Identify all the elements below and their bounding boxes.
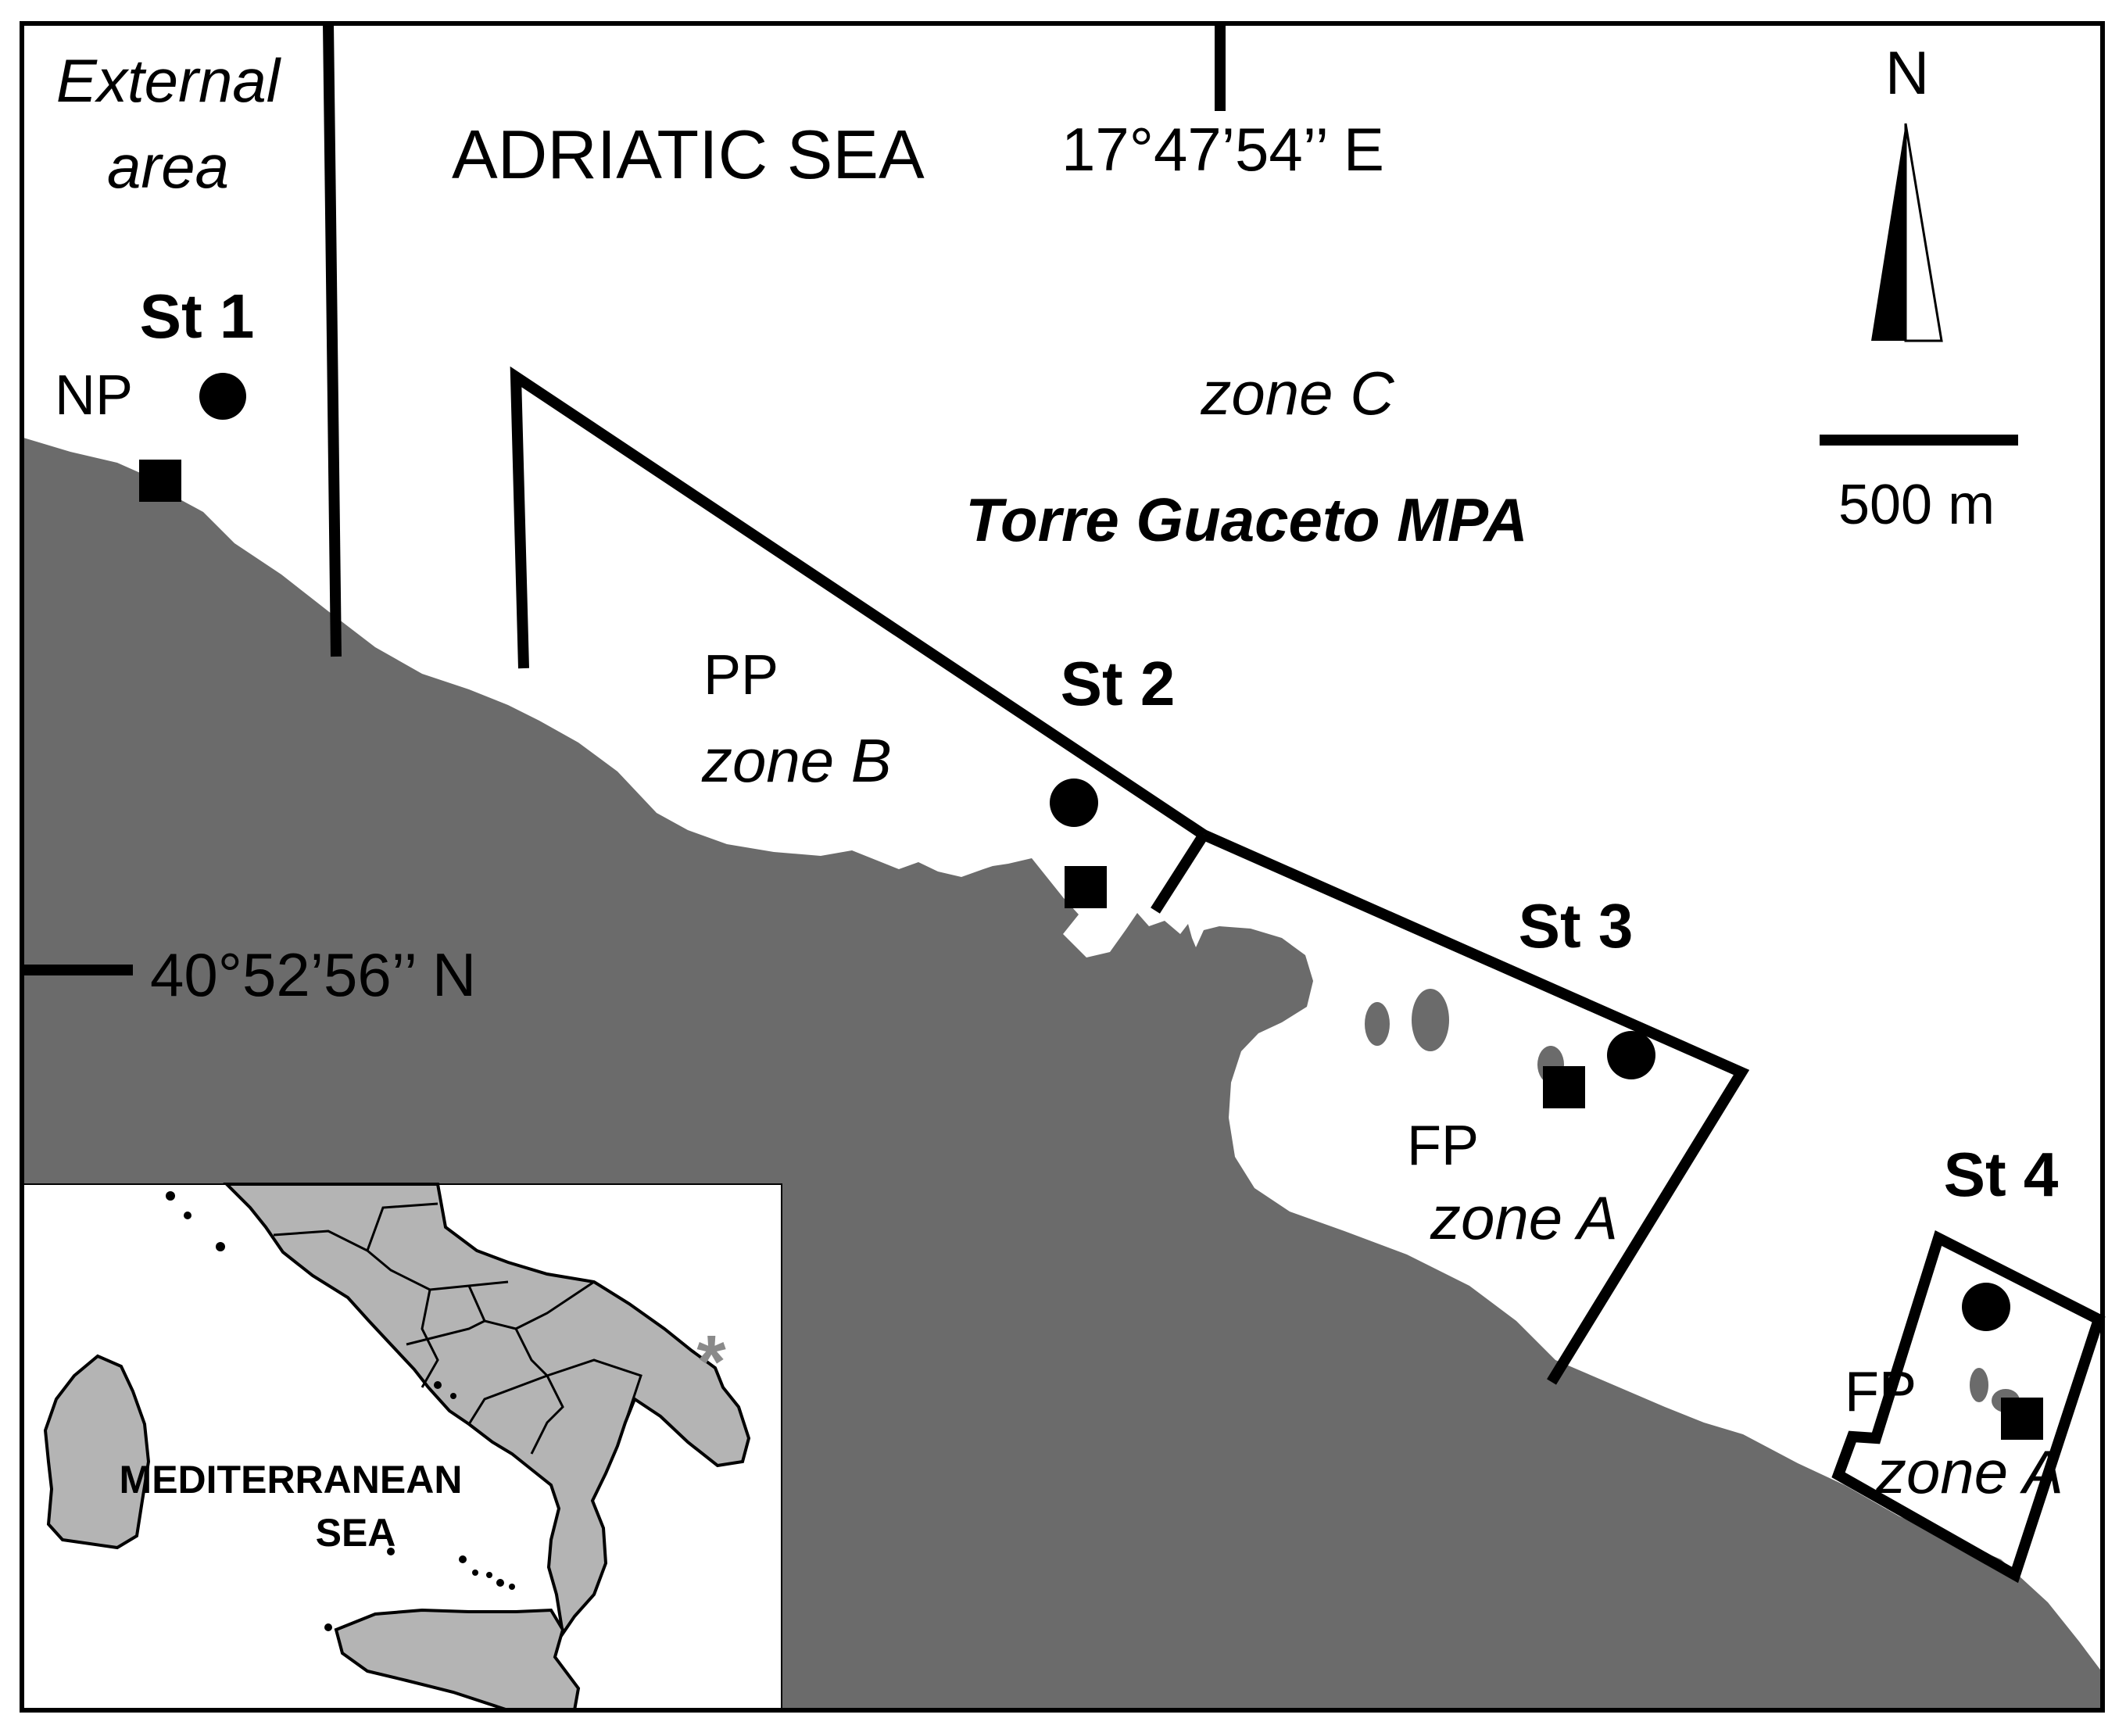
external-area-boundary — [323, 23, 342, 657]
minor-islands — [166, 1191, 515, 1631]
zone-label: zone A — [1875, 1437, 2063, 1506]
station-2-circle-marker — [1050, 779, 1098, 827]
latitude-label: 40°52’56’’ N — [150, 940, 476, 1009]
north-arrow-icon — [1871, 123, 1943, 342]
protection-label: FP — [1845, 1361, 1917, 1423]
italy-inset-map: * MEDITERRANEAN SEA — [21, 1183, 782, 1712]
station-4-square-marker — [2001, 1398, 2043, 1440]
zone-label: zone B — [701, 726, 892, 795]
latitude-tick — [23, 965, 133, 975]
zone-b-a-divider — [1151, 832, 1208, 914]
sicily-island — [334, 1608, 581, 1712]
islet — [1365, 1002, 1390, 1046]
longitude-tick — [1215, 23, 1226, 111]
zone-boundaries — [323, 23, 2106, 1584]
scale-bar-label: 500 m — [1838, 474, 1995, 536]
north-label: N — [1885, 38, 1929, 107]
longitude-label: 17°47’54’’ E — [1061, 115, 1384, 184]
zone-c-label: zone C — [1200, 359, 1394, 428]
station-2-square-marker — [1065, 866, 1107, 908]
station-label: St 1 — [140, 281, 255, 351]
inset-sea-label: SEA — [316, 1511, 396, 1555]
protection-label: NP — [55, 364, 133, 427]
external-area-label: External — [56, 46, 282, 115]
protection-label: FP — [1407, 1115, 1479, 1177]
mpa-name-label: Torre Guaceto MPA — [965, 485, 1527, 554]
external-area-label: area — [107, 132, 229, 201]
station-4-circle-marker — [1962, 1283, 2010, 1331]
station-label: St 4 — [1944, 1140, 2059, 1209]
sea-name-label: ADRIATIC SEA — [452, 116, 925, 193]
zone-label: zone A — [1430, 1183, 1618, 1252]
station-3-circle-marker — [1607, 1031, 1655, 1079]
sardinia-island — [43, 1354, 151, 1550]
region-borders — [273, 1202, 642, 1455]
map-frame — [20, 21, 2105, 1713]
zone-b-boundary — [510, 366, 1207, 839]
protection-label: PP — [703, 644, 778, 707]
islet — [1970, 1368, 1988, 1402]
italy-peninsula — [223, 1183, 751, 1638]
study-site-marker: * — [696, 1320, 726, 1404]
station-label: St 3 — [1519, 891, 1634, 961]
zone-a-boundary — [1201, 829, 1750, 1385]
inset-sea-label: MEDITERRANEAN — [120, 1458, 463, 1502]
scale-bar — [1820, 435, 2018, 446]
islet — [1412, 989, 1449, 1051]
station-3-square-marker — [1543, 1066, 1585, 1108]
station-label: St 2 — [1061, 649, 1176, 718]
station-1-square-marker — [139, 460, 181, 502]
station-1-circle-marker — [199, 373, 246, 420]
station-4-boundary — [1831, 1230, 2106, 1584]
